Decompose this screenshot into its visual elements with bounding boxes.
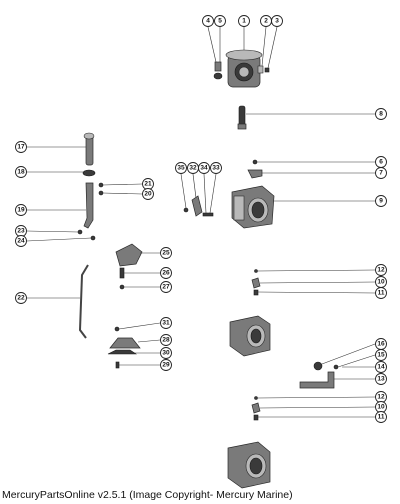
callout-16: 16 xyxy=(375,338,387,350)
svg-text:5: 5 xyxy=(218,18,222,25)
svg-text:1: 1 xyxy=(242,18,246,25)
callout-11-upper: 11 xyxy=(375,287,387,299)
carburetor-body-middle xyxy=(229,315,271,357)
callout-31: 31 xyxy=(160,317,172,329)
svg-text:6: 6 xyxy=(379,159,383,166)
svg-text:23: 23 xyxy=(17,228,25,235)
callout-12-lower: 12 xyxy=(375,391,387,403)
svg-text:26: 26 xyxy=(162,270,170,277)
callout-17: 17 xyxy=(15,141,27,153)
leader-lines xyxy=(26,26,376,418)
svg-text:24: 24 xyxy=(17,238,25,245)
upper-housing-part xyxy=(225,49,263,88)
fitting-parts-13-16 xyxy=(299,361,339,389)
svg-text:3: 3 xyxy=(275,18,279,25)
callout-29: 29 xyxy=(160,359,172,371)
svg-text:21: 21 xyxy=(144,181,152,188)
callout-34: 34 xyxy=(198,162,210,174)
carburetor-body-9 xyxy=(231,185,275,229)
svg-text:12: 12 xyxy=(377,267,385,274)
callout-26: 26 xyxy=(160,267,172,279)
link-part-19 xyxy=(83,182,104,229)
svg-text:28: 28 xyxy=(162,337,170,344)
callout-21: 21 xyxy=(142,178,154,190)
svg-text:7: 7 xyxy=(379,170,383,177)
callout-23: 23 xyxy=(15,225,27,237)
callout-22: 22 xyxy=(15,292,27,304)
callout-18: 18 xyxy=(15,166,27,178)
callout-28: 28 xyxy=(160,334,172,346)
cover-parts-28-31 xyxy=(107,326,141,369)
callout-10-upper: 10 xyxy=(375,276,387,288)
callout-33: 33 xyxy=(210,162,222,174)
callout-12-upper: 12 xyxy=(375,264,387,276)
callout-7: 7 xyxy=(375,167,387,179)
svg-text:17: 17 xyxy=(17,144,25,151)
callout-30: 30 xyxy=(160,347,172,359)
spring-part-2 xyxy=(257,65,270,74)
callout-35: 35 xyxy=(175,162,187,174)
callout-20: 20 xyxy=(142,188,154,200)
svg-text:14: 14 xyxy=(377,364,385,371)
callout-10-lower: 10 xyxy=(375,401,387,413)
callout-2: 2 xyxy=(260,15,272,27)
svg-text:10: 10 xyxy=(377,279,385,286)
jet-parts-upper xyxy=(251,269,261,296)
callout-3: 3 xyxy=(271,15,283,27)
rod-part-22 xyxy=(78,264,89,339)
callout-24: 24 xyxy=(15,235,27,247)
svg-text:13: 13 xyxy=(377,376,385,383)
svg-text:29: 29 xyxy=(162,362,170,369)
svg-text:22: 22 xyxy=(17,295,25,302)
callout-25: 25 xyxy=(160,247,172,259)
jet-parts-lower xyxy=(251,396,261,421)
image-credit: MercuryPartsOnline v2.5.1 (Image Copyrig… xyxy=(2,489,293,501)
callout-4: 4 xyxy=(202,15,214,27)
pin-part-8 xyxy=(237,105,247,130)
svg-text:19: 19 xyxy=(17,207,25,214)
svg-text:16: 16 xyxy=(377,341,385,348)
svg-text:12: 12 xyxy=(377,394,385,401)
callout-32: 32 xyxy=(187,162,199,174)
svg-text:8: 8 xyxy=(379,111,383,118)
svg-text:32: 32 xyxy=(189,165,197,172)
svg-text:31: 31 xyxy=(162,320,170,327)
rod-part-17 xyxy=(83,132,95,166)
svg-text:20: 20 xyxy=(144,191,152,198)
svg-text:25: 25 xyxy=(162,250,170,257)
callout-6: 6 xyxy=(375,156,387,168)
callout-9: 9 xyxy=(375,195,387,207)
callout-8: 8 xyxy=(375,108,387,120)
svg-text:10: 10 xyxy=(377,404,385,411)
svg-text:15: 15 xyxy=(377,352,385,359)
clip-parts-6-7 xyxy=(247,159,263,179)
svg-text:11: 11 xyxy=(378,414,385,421)
callout-5: 5 xyxy=(214,15,226,27)
svg-text:34: 34 xyxy=(200,165,208,172)
bracket-part-25 xyxy=(115,243,143,267)
callout-13: 13 xyxy=(375,373,387,385)
svg-text:30: 30 xyxy=(162,350,170,357)
screw-part-4 xyxy=(213,61,223,80)
svg-text:27: 27 xyxy=(162,284,170,291)
carburetor-body-bottom xyxy=(227,441,271,489)
svg-text:18: 18 xyxy=(17,169,25,176)
callout-27: 27 xyxy=(160,281,172,293)
svg-text:11: 11 xyxy=(378,290,385,297)
svg-text:4: 4 xyxy=(206,18,210,25)
callout-1: 1 xyxy=(238,15,250,27)
svg-text:33: 33 xyxy=(212,165,220,172)
svg-text:35: 35 xyxy=(177,165,185,172)
callout-19: 19 xyxy=(15,204,27,216)
callout-15: 15 xyxy=(375,349,387,361)
washer-part-18 xyxy=(82,169,96,177)
svg-text:2: 2 xyxy=(264,18,268,25)
spring-part-26-27 xyxy=(119,267,125,290)
callout-11-lower: 11 xyxy=(375,411,387,423)
lever-parts-32-35 xyxy=(183,195,214,217)
svg-text:9: 9 xyxy=(379,198,383,205)
callout-14: 14 xyxy=(375,361,387,373)
